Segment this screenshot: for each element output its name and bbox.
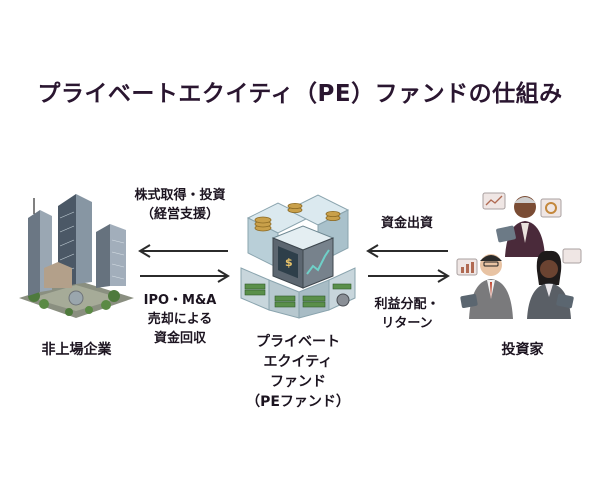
page-title: プライベートエクイティ（PE）ファンドの仕組み [37, 81, 563, 107]
buildings-icon [19, 194, 134, 318]
fund-label-line: プライベート [256, 334, 340, 350]
fund-label-line: （PEファンド） [246, 394, 350, 410]
arrow-exit-head [217, 269, 230, 283]
investors-icon [456, 192, 582, 319]
fund-label-line: エクイティ [263, 354, 333, 370]
flow-label-return: 利益分配・ リターン [374, 297, 440, 331]
fund-label-line: ファンド [270, 374, 326, 390]
flow-label-exit: IPO・M&A 売却による 資金回収 [143, 293, 217, 346]
flow-label-investment: 株式取得・投資 （経営支援） [134, 188, 226, 222]
fund-label: プライベート エクイティ ファンド （PEファンド） [218, 332, 378, 412]
fund-cube-icon: $ [240, 194, 356, 319]
svg-text:$: $ [285, 256, 293, 269]
company-label: 非上場企業 [41, 342, 112, 358]
flow-label-capital: 資金出資 [380, 216, 433, 231]
arrow-investment-head [138, 244, 151, 258]
investors-label: 投資家 [501, 342, 544, 358]
arrow-capital-head [366, 244, 379, 258]
arrow-return-head [437, 269, 450, 283]
